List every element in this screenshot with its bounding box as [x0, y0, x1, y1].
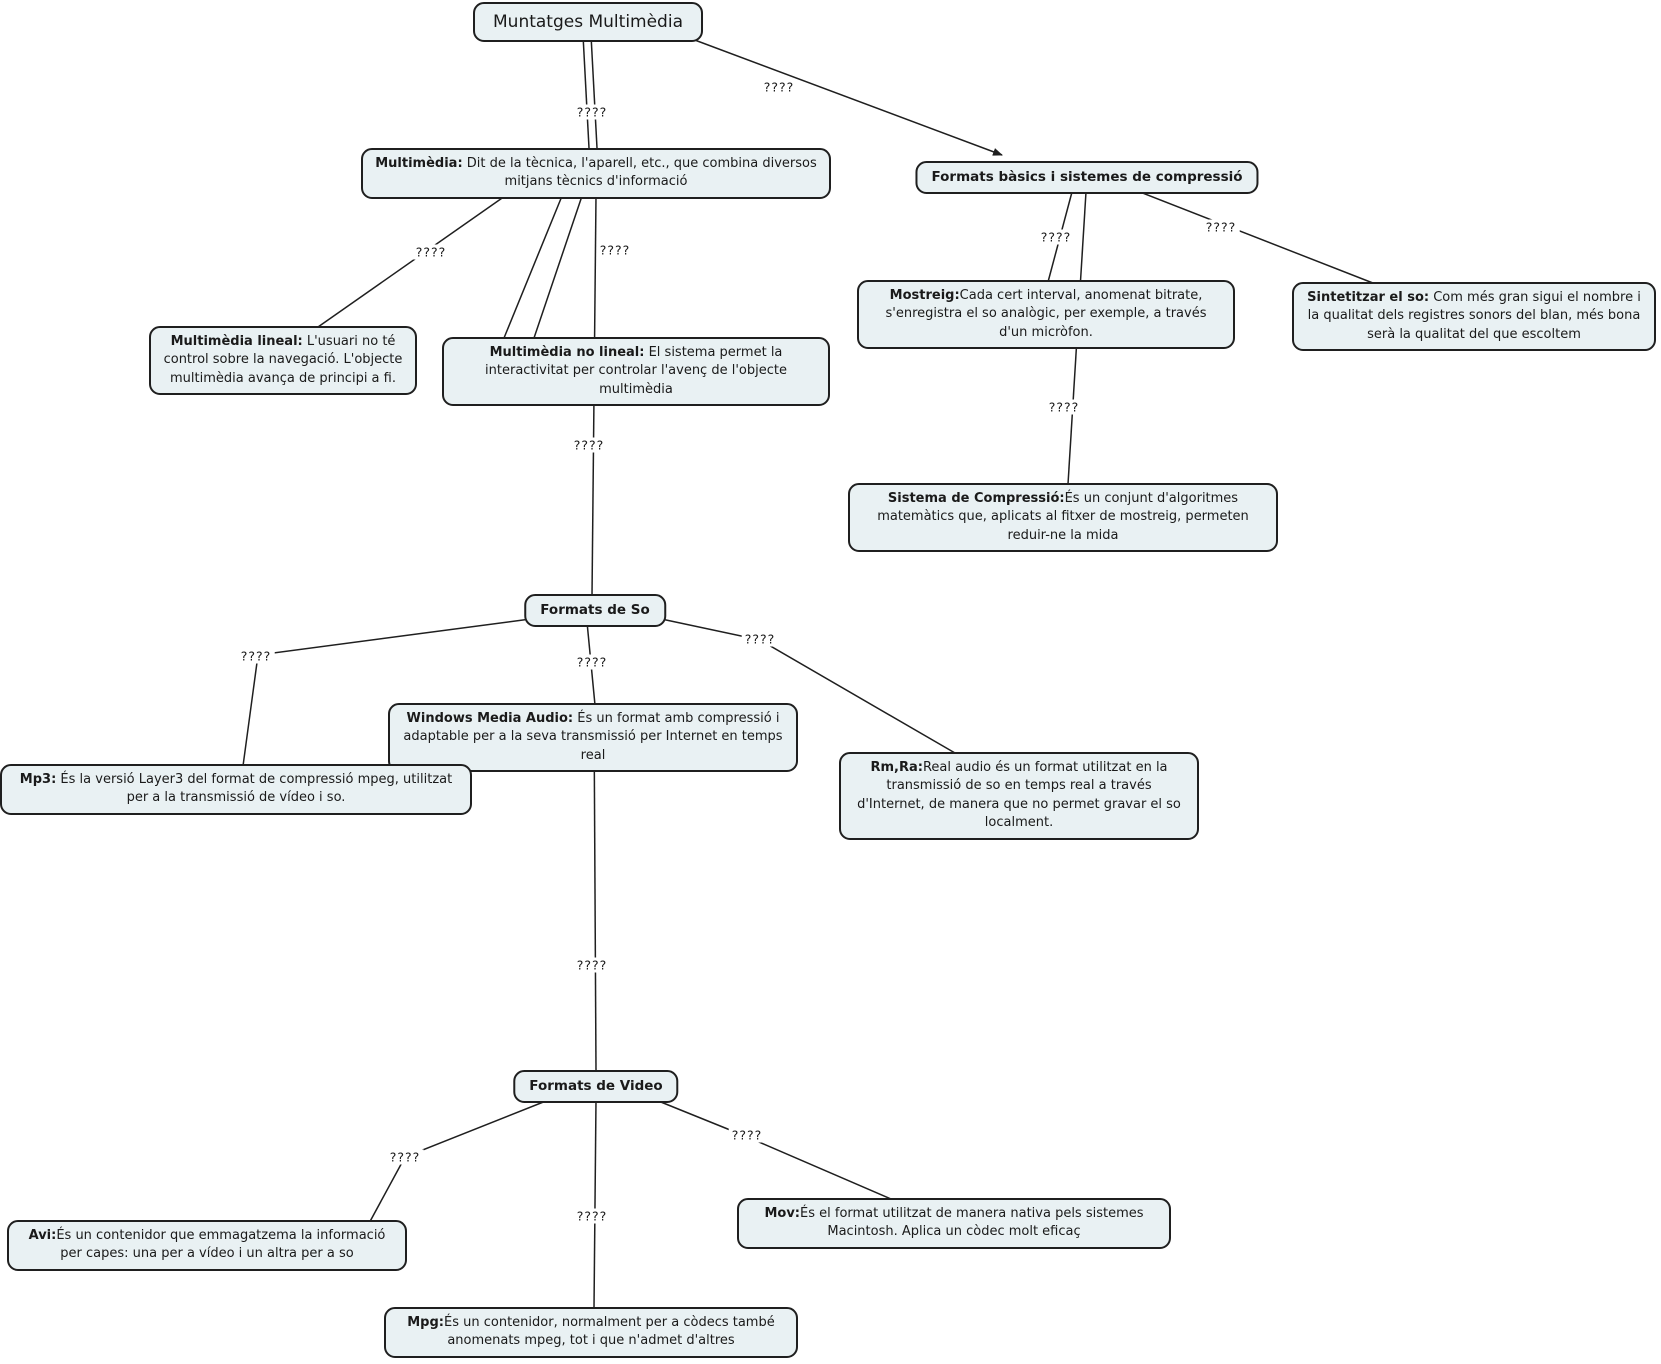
node-sintetitzar-term: Sintetitzar el so: [1307, 290, 1430, 305]
edge-label-formats-video-avi[interactable]: ???? [386, 1149, 424, 1165]
node-mpg-term: Mpg: [407, 1315, 444, 1330]
node-sistema-compressio-term: Sistema de Compressió: [887, 491, 1065, 506]
node-windows-media-audio-term: Windows Media Audio: [406, 711, 574, 726]
node-multimedia-lineal[interactable]: Multimèdia lineal: L'usuari no té contro… [149, 326, 417, 396]
node-avi-desc: És un contenidor que emmagatzema la info… [56, 1228, 386, 1262]
node-muntatges-multimedia[interactable]: Muntatges Multimèdia [473, 2, 703, 43]
node-mostreig-desc: Cada cert interval, anomenat bitrate, s'… [885, 288, 1207, 340]
node-sistema-compressio-desc: És un conjunt d'algoritmes matemàtics qu… [877, 491, 1249, 543]
node-multimedia-no-lineal-desc: El sistema permet la interactivitat per … [485, 345, 787, 397]
node-mp3-term: Mp3: [19, 772, 57, 787]
node-formats-basics[interactable]: Formats bàsics i sistemes de compressió [915, 161, 1259, 195]
node-mov-desc: És el format utilitzat de manera nativa … [800, 1206, 1144, 1240]
edge-line-formats-basics-sintetitzar [1139, 191, 1379, 286]
node-sintetitzar[interactable]: Sintetitzar el so: Com més gran sigui el… [1292, 282, 1656, 352]
edge-label-formats-so-rmra[interactable]: ???? [741, 631, 779, 647]
node-sistema-compressio[interactable]: Sistema de Compressió:És un conjunt d'al… [848, 483, 1278, 553]
node-rmra-desc: Real audio és un format utilitzat en la … [857, 760, 1181, 831]
node-mpg[interactable]: Mpg:És un contenidor, normalment per a c… [384, 1307, 798, 1358]
edge-line-title-multimedia-b [590, 34, 598, 149]
node-multimedia[interactable]: Multimèdia: Dit de la tècnica, l'aparell… [361, 148, 831, 199]
edge-label-multimedia-formats-so[interactable]: ???? [570, 437, 608, 453]
edge-label-formats-basics-mostreig[interactable]: ???? [1037, 229, 1075, 245]
edge-label-multimedia-no-lineal[interactable]: ???? [596, 242, 634, 258]
node-formats-so[interactable]: Formats de So [524, 594, 666, 628]
node-avi-term: Avi: [28, 1228, 57, 1243]
edge-label-formats-basics-sintetitzar[interactable]: ???? [1202, 219, 1240, 235]
edge-line-title-formats-basics [667, 29, 1003, 156]
edge-line-title-multimedia-a [582, 34, 590, 149]
node-multimedia-no-lineal[interactable]: Multimèdia no lineal: El sistema permet … [442, 337, 830, 407]
node-multimedia-lineal-term: Multimèdia lineal: [170, 334, 303, 349]
node-multimedia-no-lineal-term: Multimèdia no lineal: [489, 345, 645, 360]
node-windows-media-audio[interactable]: Windows Media Audio: És un format amb co… [388, 703, 798, 773]
edge-line-multimedia-lineal [317, 195, 506, 328]
node-multimedia-desc: Dit de la tècnica, l'aparell, etc., que … [462, 156, 817, 190]
node-mp3[interactable]: Mp3: És la versió Layer3 del format de c… [0, 764, 472, 815]
node-sintetitzar-desc: Com més gran sigui el nombre i la qualit… [1307, 290, 1641, 342]
edge-label-title-formats-basics[interactable]: ???? [760, 79, 798, 95]
node-mp3-desc: És la versió Layer3 del format de compre… [56, 772, 453, 806]
node-rmra-term: Rm,Ra: [870, 760, 923, 775]
node-mostreig-term: Mostreig: [889, 288, 960, 303]
edge-label-formats-video-mov[interactable]: ???? [728, 1127, 766, 1143]
node-avi[interactable]: Avi:És un contenidor que emmagatzema la … [7, 1220, 407, 1271]
node-rmra[interactable]: Rm,Ra:Real audio és un format utilitzat … [839, 752, 1199, 840]
node-mov[interactable]: Mov:És el format utilitzat de manera nat… [737, 1198, 1171, 1249]
edge-label-mostreig-sistema[interactable]: ???? [1045, 399, 1083, 415]
node-multimedia-lineal-desc: L'usuari no té control sobre la navegaci… [163, 334, 403, 386]
edge-label-formats-so-wma[interactable]: ???? [573, 654, 611, 670]
edge-line-multimedia-no-lineal-b [533, 195, 583, 339]
edge-label-formats-so-mp3[interactable]: ???? [237, 648, 275, 664]
node-multimedia-term: Multimèdia: [375, 156, 463, 171]
edge-label-title-multimedia[interactable]: ???? [573, 104, 611, 120]
node-mpg-desc: És un contenidor, normalment per a còdec… [444, 1315, 775, 1349]
edge-line-formats-video-mpg [593, 1099, 597, 1309]
node-formats-video[interactable]: Formats de Video [513, 1070, 679, 1104]
edge-line-formats-video-mov [640, 1093, 892, 1200]
edge-label-multimedia-lineal[interactable]: ???? [412, 244, 450, 260]
node-mov-term: Mov: [764, 1206, 801, 1221]
node-windows-media-audio-desc: És un format amb compressió i adaptable … [403, 711, 783, 763]
edge-label-down-formats-video[interactable]: ???? [573, 957, 611, 973]
edge-line-multimedia-no-lineal-a [503, 195, 563, 339]
edge-label-formats-video-mpg[interactable]: ???? [573, 1208, 611, 1224]
node-mostreig[interactable]: Mostreig:Cada cert interval, anomenat bi… [857, 280, 1235, 350]
